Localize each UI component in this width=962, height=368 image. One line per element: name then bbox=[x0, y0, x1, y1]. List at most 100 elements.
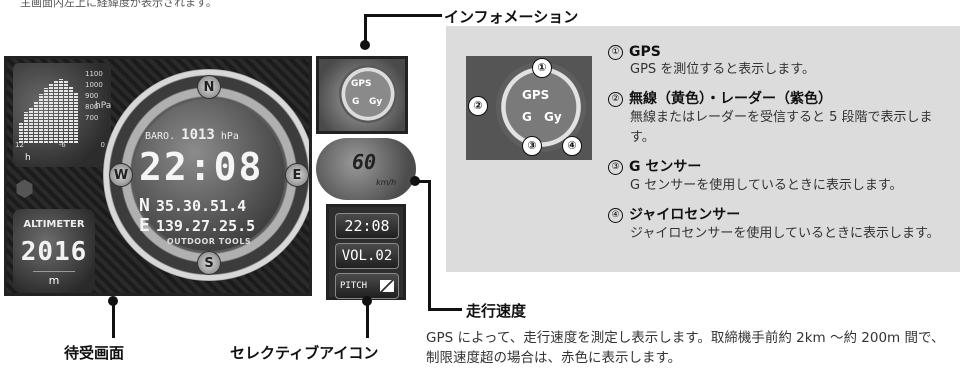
callout-line-standby bbox=[112, 300, 115, 338]
brand-label: OUTDOOR TOOLS bbox=[166, 237, 252, 246]
speed-description: GPS によって、走行速度を測定し表示します。取締機手前約 2km ～約 200… bbox=[426, 330, 945, 366]
compass-face bbox=[133, 99, 285, 251]
callout-line-speed-v bbox=[428, 180, 431, 310]
callout-dot-information bbox=[360, 40, 370, 50]
scale-label: 900 bbox=[85, 92, 99, 100]
barometer-bar bbox=[19, 122, 23, 143]
altimeter-value: 2016 bbox=[20, 237, 88, 267]
hexagon-icon: ⬢ bbox=[15, 177, 35, 202]
axis-label: 0 bbox=[100, 141, 105, 149]
volume-icon: VOL.02 bbox=[335, 243, 399, 269]
item-title: ジャイロセンサー bbox=[629, 207, 741, 223]
speed-unit: km/h bbox=[376, 178, 397, 187]
item-number: ④ bbox=[608, 208, 623, 223]
g-sensor-label: G bbox=[522, 110, 532, 124]
altimeter-label: ALTIMETER bbox=[23, 219, 85, 230]
barometer-bar bbox=[59, 78, 63, 143]
marker-3: ③ bbox=[522, 136, 542, 156]
information-icon-zoom: GPS G Gy ① ② ③ ④ bbox=[466, 56, 592, 160]
baro-value: 1013 bbox=[181, 127, 215, 143]
description-title: ④ ジャイロセンサー bbox=[608, 204, 954, 224]
scale-label: 800 bbox=[85, 103, 99, 111]
barometer-bar bbox=[69, 87, 73, 143]
compass-south: S bbox=[197, 251, 221, 275]
barometer-readout: BARO. 1013 hPa bbox=[145, 127, 239, 143]
time-icon: 22:08 bbox=[335, 213, 399, 239]
marker-4: ④ bbox=[562, 136, 582, 156]
callout-speed: 走行速度 bbox=[466, 302, 527, 320]
item-number: ③ bbox=[608, 160, 623, 175]
callout-line-speed-h2 bbox=[428, 308, 462, 311]
compass-west: W bbox=[109, 163, 133, 187]
scale-label: 700 bbox=[85, 114, 99, 122]
altimeter-unit: m bbox=[33, 271, 75, 287]
standby-clock: 22:08 bbox=[139, 145, 264, 189]
barometer-bar bbox=[74, 92, 78, 143]
callout-information: インフォメーション bbox=[444, 8, 579, 26]
latitude-value: 35.30.51.4 bbox=[155, 197, 247, 215]
callout-line-information-v bbox=[364, 14, 367, 44]
barometer-unit: hPa bbox=[95, 101, 112, 111]
information-icon-box: GPS G Gy bbox=[316, 56, 408, 134]
item-title: G センサー bbox=[629, 159, 702, 175]
speed-value: 60 bbox=[352, 150, 377, 174]
gps-label: GPS bbox=[522, 88, 550, 102]
g-sensor-label: G bbox=[352, 97, 360, 107]
speed-icon: 60 km/h bbox=[316, 138, 416, 200]
description-body: GPS を測位すると表示します。 bbox=[630, 62, 815, 77]
marker-2: ② bbox=[468, 96, 488, 116]
latitude-letter: N bbox=[139, 195, 150, 216]
description-body: 無線またはレーダーを受信すると 5 段階で表示します。 bbox=[630, 110, 933, 145]
top-note: 主画面内左上に経緯度が表示されます。 bbox=[20, 0, 217, 9]
standby-screen: 1100 1000 900 800 700 hPa 12 -6 0 h ⬢ AL… bbox=[4, 56, 312, 296]
barometer-bar bbox=[64, 81, 68, 143]
altimeter-panel: ALTIMETER 2016 m bbox=[13, 209, 95, 293]
callout-line-information bbox=[364, 14, 442, 17]
barometer-bars bbox=[19, 73, 79, 143]
barometer-bar bbox=[54, 80, 58, 143]
gps-label: GPS bbox=[351, 79, 372, 89]
gyro-label: Gy bbox=[369, 97, 383, 107]
item-title: 無線（黄色）・レーダー（紫色） bbox=[629, 91, 832, 107]
callout-line-speed-h bbox=[414, 180, 430, 183]
slope-icon bbox=[380, 280, 394, 292]
description-title: ③ G センサー bbox=[608, 156, 954, 176]
pitch-icon-row: PITCH bbox=[335, 273, 399, 299]
selective-icon-box: 22:08 VOL.02 PITCH bbox=[326, 204, 406, 300]
baro-unit: hPa bbox=[220, 131, 239, 142]
gyro-label: Gy bbox=[544, 110, 562, 124]
longitude-letter: E bbox=[139, 215, 150, 236]
barometer-bar bbox=[29, 106, 33, 143]
barometer-graph: 1100 1000 900 800 700 hPa 12 -6 0 h bbox=[13, 63, 111, 167]
scale-label: 1100 bbox=[85, 70, 103, 78]
longitude-value: 139.27.25.5 bbox=[155, 217, 256, 235]
baro-label: BARO. bbox=[145, 131, 176, 142]
compass-north: N bbox=[197, 75, 221, 99]
barometer-axis-unit: h bbox=[25, 153, 31, 163]
scale-label: 1000 bbox=[85, 81, 103, 89]
description-item: ④ ジャイロセンサー ジャイロセンサーを使用しているときに表示します。 bbox=[608, 204, 954, 244]
compass-east: E bbox=[285, 163, 309, 187]
callout-selective: セレクティブアイコン bbox=[230, 344, 379, 362]
marker-1: ① bbox=[532, 58, 552, 78]
axis-label: 12 bbox=[15, 141, 24, 149]
pitch-label: PITCH bbox=[340, 281, 368, 291]
item-number: ① bbox=[608, 45, 623, 60]
gps-icon: GPS G Gy bbox=[339, 65, 397, 123]
callout-standby: 待受画面 bbox=[64, 344, 125, 362]
longitude-readout: E 139.27.25.5 bbox=[139, 215, 255, 236]
barometer-bar bbox=[34, 101, 38, 143]
callout-line-selective bbox=[366, 300, 369, 338]
axis-label: -6 bbox=[58, 141, 66, 149]
barometer-axis: 12 -6 0 bbox=[15, 141, 105, 149]
description-body: ジャイロセンサーを使用しているときに表示します。 bbox=[630, 226, 940, 241]
barometer-bar bbox=[49, 83, 53, 143]
compass-dial: N E S W BARO. 1013 hPa 22:08 N 35.30.51.4… bbox=[103, 69, 309, 281]
